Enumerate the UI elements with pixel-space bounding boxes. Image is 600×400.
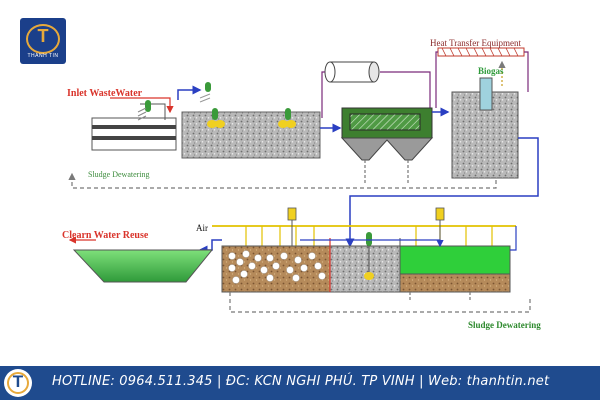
equalization-tank xyxy=(181,108,321,159)
heat-transfer-label: Heat Transfer Equipment xyxy=(430,38,521,48)
biogas-label: Biogas xyxy=(478,66,504,76)
biological-tank xyxy=(221,232,511,293)
address-text: ĐC: KCN NGHI PHÚ. TP VINH xyxy=(225,374,415,389)
sludge-return-top xyxy=(68,172,497,189)
logo-letter: T xyxy=(37,26,49,46)
screen-to-equalization-arrow xyxy=(177,85,202,100)
hotline-text[interactable]: HOTLINE: 0964.511.345 xyxy=(52,374,213,389)
footer-separator: | xyxy=(217,374,226,389)
inlet-wastewater-label: Inlet WasteWater xyxy=(67,88,143,99)
company-logo[interactable]: T THANH TIN xyxy=(20,18,66,64)
footer-bar: T HOTLINE: 0964.511.345 | ĐC: KCN NGHI P… xyxy=(0,366,600,400)
website-link[interactable]: Web: thanhtin.net xyxy=(428,374,550,389)
footer-logo-ring xyxy=(7,372,29,394)
flow-diagram-svg xyxy=(68,47,539,313)
heat-line-left xyxy=(435,51,438,108)
outflow-to-reuse-arrow xyxy=(198,239,222,255)
gas-line-left xyxy=(321,71,325,118)
reactor-to-aeration-arrow xyxy=(345,137,539,248)
blower-left-icon xyxy=(287,207,297,221)
footer-contact: HOTLINE: 0964.511.345 | ĐC: KCN NGHI PHÚ… xyxy=(52,374,549,389)
clean-water-basin xyxy=(72,249,214,283)
air-label: Air xyxy=(196,223,208,233)
footer-separator: | xyxy=(419,374,429,389)
gas-line-right xyxy=(380,71,431,110)
anaerobic-reactor xyxy=(451,77,519,179)
heat-line-right xyxy=(524,51,529,92)
sludge-line-bottom xyxy=(229,292,531,313)
recirculation-line xyxy=(510,226,517,251)
sludge-dewatering-bottom-label: Sludge Dewatering xyxy=(468,320,541,330)
aerator-icon xyxy=(205,82,211,92)
blower-right-icon xyxy=(435,207,445,221)
internal-recycle-arrow xyxy=(300,239,444,248)
heat-transfer-equipment xyxy=(437,47,525,57)
clean-water-reuse-label: Clearn Water Reuse xyxy=(62,230,149,241)
inlet-flow-arrow xyxy=(110,97,174,114)
logo-ring xyxy=(26,24,60,54)
sludge-dewatering-top-label: Sludge Dewatering xyxy=(88,170,150,179)
clarifier-tank xyxy=(340,107,434,185)
air-bubbles-icon xyxy=(199,93,211,103)
footer-logo-letter: T xyxy=(12,372,24,391)
footer-logo[interactable]: T xyxy=(4,369,32,397)
inlet-screen-unit xyxy=(91,100,177,151)
biogas-holder xyxy=(324,61,380,83)
logo-caption: THANH TIN xyxy=(27,53,59,59)
